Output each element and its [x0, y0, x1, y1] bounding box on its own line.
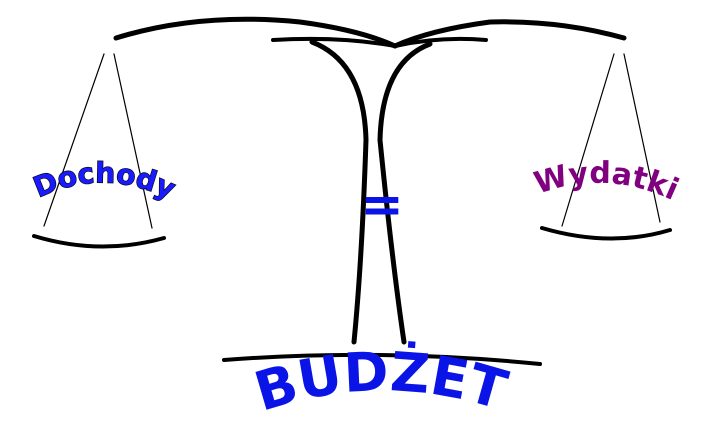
column-left-edge [309, 39, 369, 345]
left-pan-string-inner [113, 53, 153, 229]
equals-sign: = [360, 175, 404, 235]
left-pan-string-outer [43, 53, 105, 227]
income-label: Dochody [29, 156, 181, 205]
right-pan-dish [540, 226, 672, 241]
budget-title: BUDŻET [248, 340, 514, 423]
beam-right-arm [392, 19, 627, 49]
beam-left-arm [113, 16, 398, 49]
left-pan-dish [32, 234, 166, 249]
right-pan-string-inner [623, 53, 661, 223]
scale-base [222, 352, 542, 366]
column-right-edge [377, 41, 433, 345]
beam-inner-bar [271, 36, 488, 48]
right-pan-string-outer [561, 53, 615, 227]
expenses-label: Wydatki [530, 156, 683, 208]
